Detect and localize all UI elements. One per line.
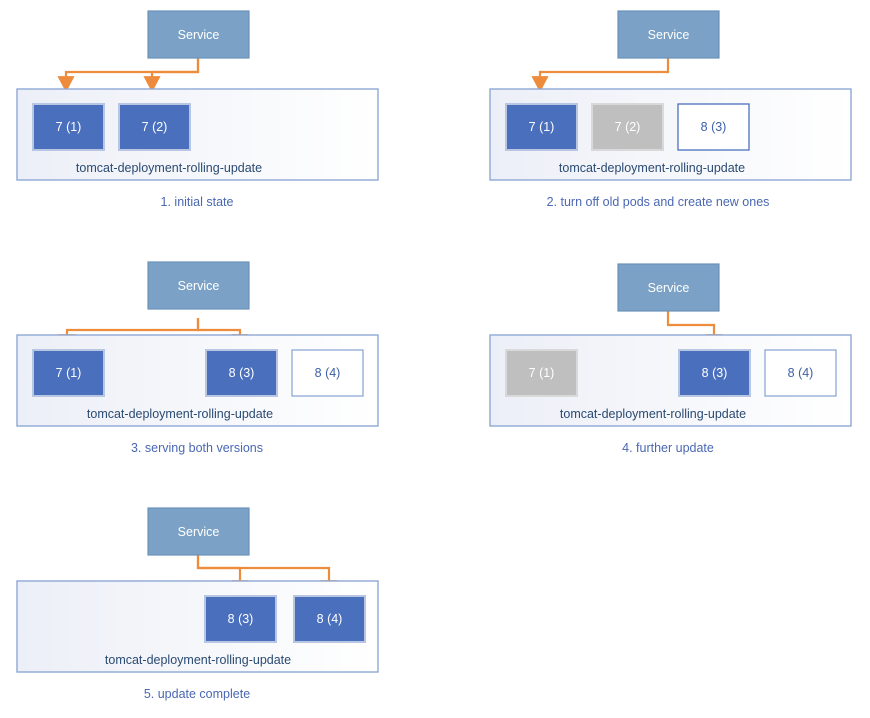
panel-3-pod-2[interactable] (291, 349, 364, 397)
panel-2-caption: 2. turn off old pods and create new ones (547, 195, 770, 209)
panel-1-service-box[interactable] (147, 10, 250, 59)
panel-2-pod-0-label: 7 (1) (529, 120, 555, 134)
panel-5-deployment-name: tomcat-deployment-rolling-update (105, 653, 291, 667)
panel-2-pod-1-label: 7 (2) (615, 120, 641, 134)
panel-4-caption: 4. further update (622, 441, 714, 455)
panel-2-connectors (531, 58, 670, 93)
panel-5-pod-1-label: 8 (4) (317, 612, 343, 626)
panel-2-pod-0[interactable] (505, 103, 578, 151)
panel-3-pod-0[interactable] (32, 349, 105, 397)
panel-4-pod-2-label: 8 (4) (788, 366, 814, 380)
panel-1-caption: 1. initial state (161, 195, 234, 209)
panel-4-pod-2[interactable] (764, 349, 837, 397)
panel-5-pod-0[interactable] (204, 595, 277, 643)
panel-3: Service 7 (1) 8 (3) 8 (4) tomcat-deploym… (16, 261, 379, 455)
panel-4-pod-0[interactable] (505, 349, 578, 397)
panel-4-pod-0-label: 7 (1) (529, 366, 555, 380)
panel-1-connectors (57, 58, 200, 93)
panel-3-service-label: Service (178, 279, 220, 293)
panel-1-pod-0[interactable] (32, 103, 105, 151)
panel-2: Service 7 (1) 7 (2) 8 (3) tomcat-deploym… (489, 10, 852, 209)
panel-2-pod-2-label: 8 (3) (701, 120, 727, 134)
panel-5-pod-1[interactable] (293, 595, 366, 643)
panel-1: Service 7 (1) 7 (2) tomcat-deployment-ro… (16, 10, 379, 209)
panel-4-service-box[interactable] (617, 263, 720, 312)
panel-3-pod-2-label: 8 (4) (315, 366, 341, 380)
panel-2-service-box[interactable] (617, 10, 720, 59)
panel-4-service-label: Service (648, 281, 690, 295)
panel-5-connectors (196, 555, 338, 597)
panel-1-pod-1-label: 7 (2) (142, 120, 168, 134)
panel-3-pod-1[interactable] (205, 349, 278, 397)
panel-1-pod-0-label: 7 (1) (56, 120, 82, 134)
panel-5: Service 8 (3) 8 (4) tomcat-deployment-ro… (16, 507, 379, 701)
panel-2-pod-1[interactable] (591, 103, 664, 151)
panel-2-pod-2[interactable] (677, 103, 750, 151)
panel-4-deployment-name: tomcat-deployment-rolling-update (560, 407, 746, 421)
panel-4-connectors (666, 311, 723, 351)
panel-4: Service 7 (1) 8 (3) 8 (4) tomcat-deploym… (489, 263, 852, 455)
panel-5-service-box[interactable] (147, 507, 250, 556)
panel-4-pod-1[interactable] (678, 349, 751, 397)
panel-2-deployment-name: tomcat-deployment-rolling-update (559, 161, 745, 175)
panel-3-caption: 3. serving both versions (131, 441, 263, 455)
panel-1-service-label: Service (178, 28, 220, 42)
panel-1-deployment-name: tomcat-deployment-rolling-update (76, 161, 262, 175)
panel-5-caption: 5. update complete (144, 687, 250, 701)
panel-5-pod-0-label: 8 (3) (228, 612, 254, 626)
panel-4-pod-1-label: 8 (3) (702, 366, 728, 380)
panel-1-pod-1[interactable] (118, 103, 191, 151)
panel-3-deployment-name: tomcat-deployment-rolling-update (87, 407, 273, 421)
panel-2-service-label: Service (648, 28, 690, 42)
panel-5-service-label: Service (178, 525, 220, 539)
panel-3-service-box[interactable] (147, 261, 250, 310)
panel-3-pod-0-label: 7 (1) (56, 366, 82, 380)
panel-3-pod-1-label: 8 (3) (229, 366, 255, 380)
